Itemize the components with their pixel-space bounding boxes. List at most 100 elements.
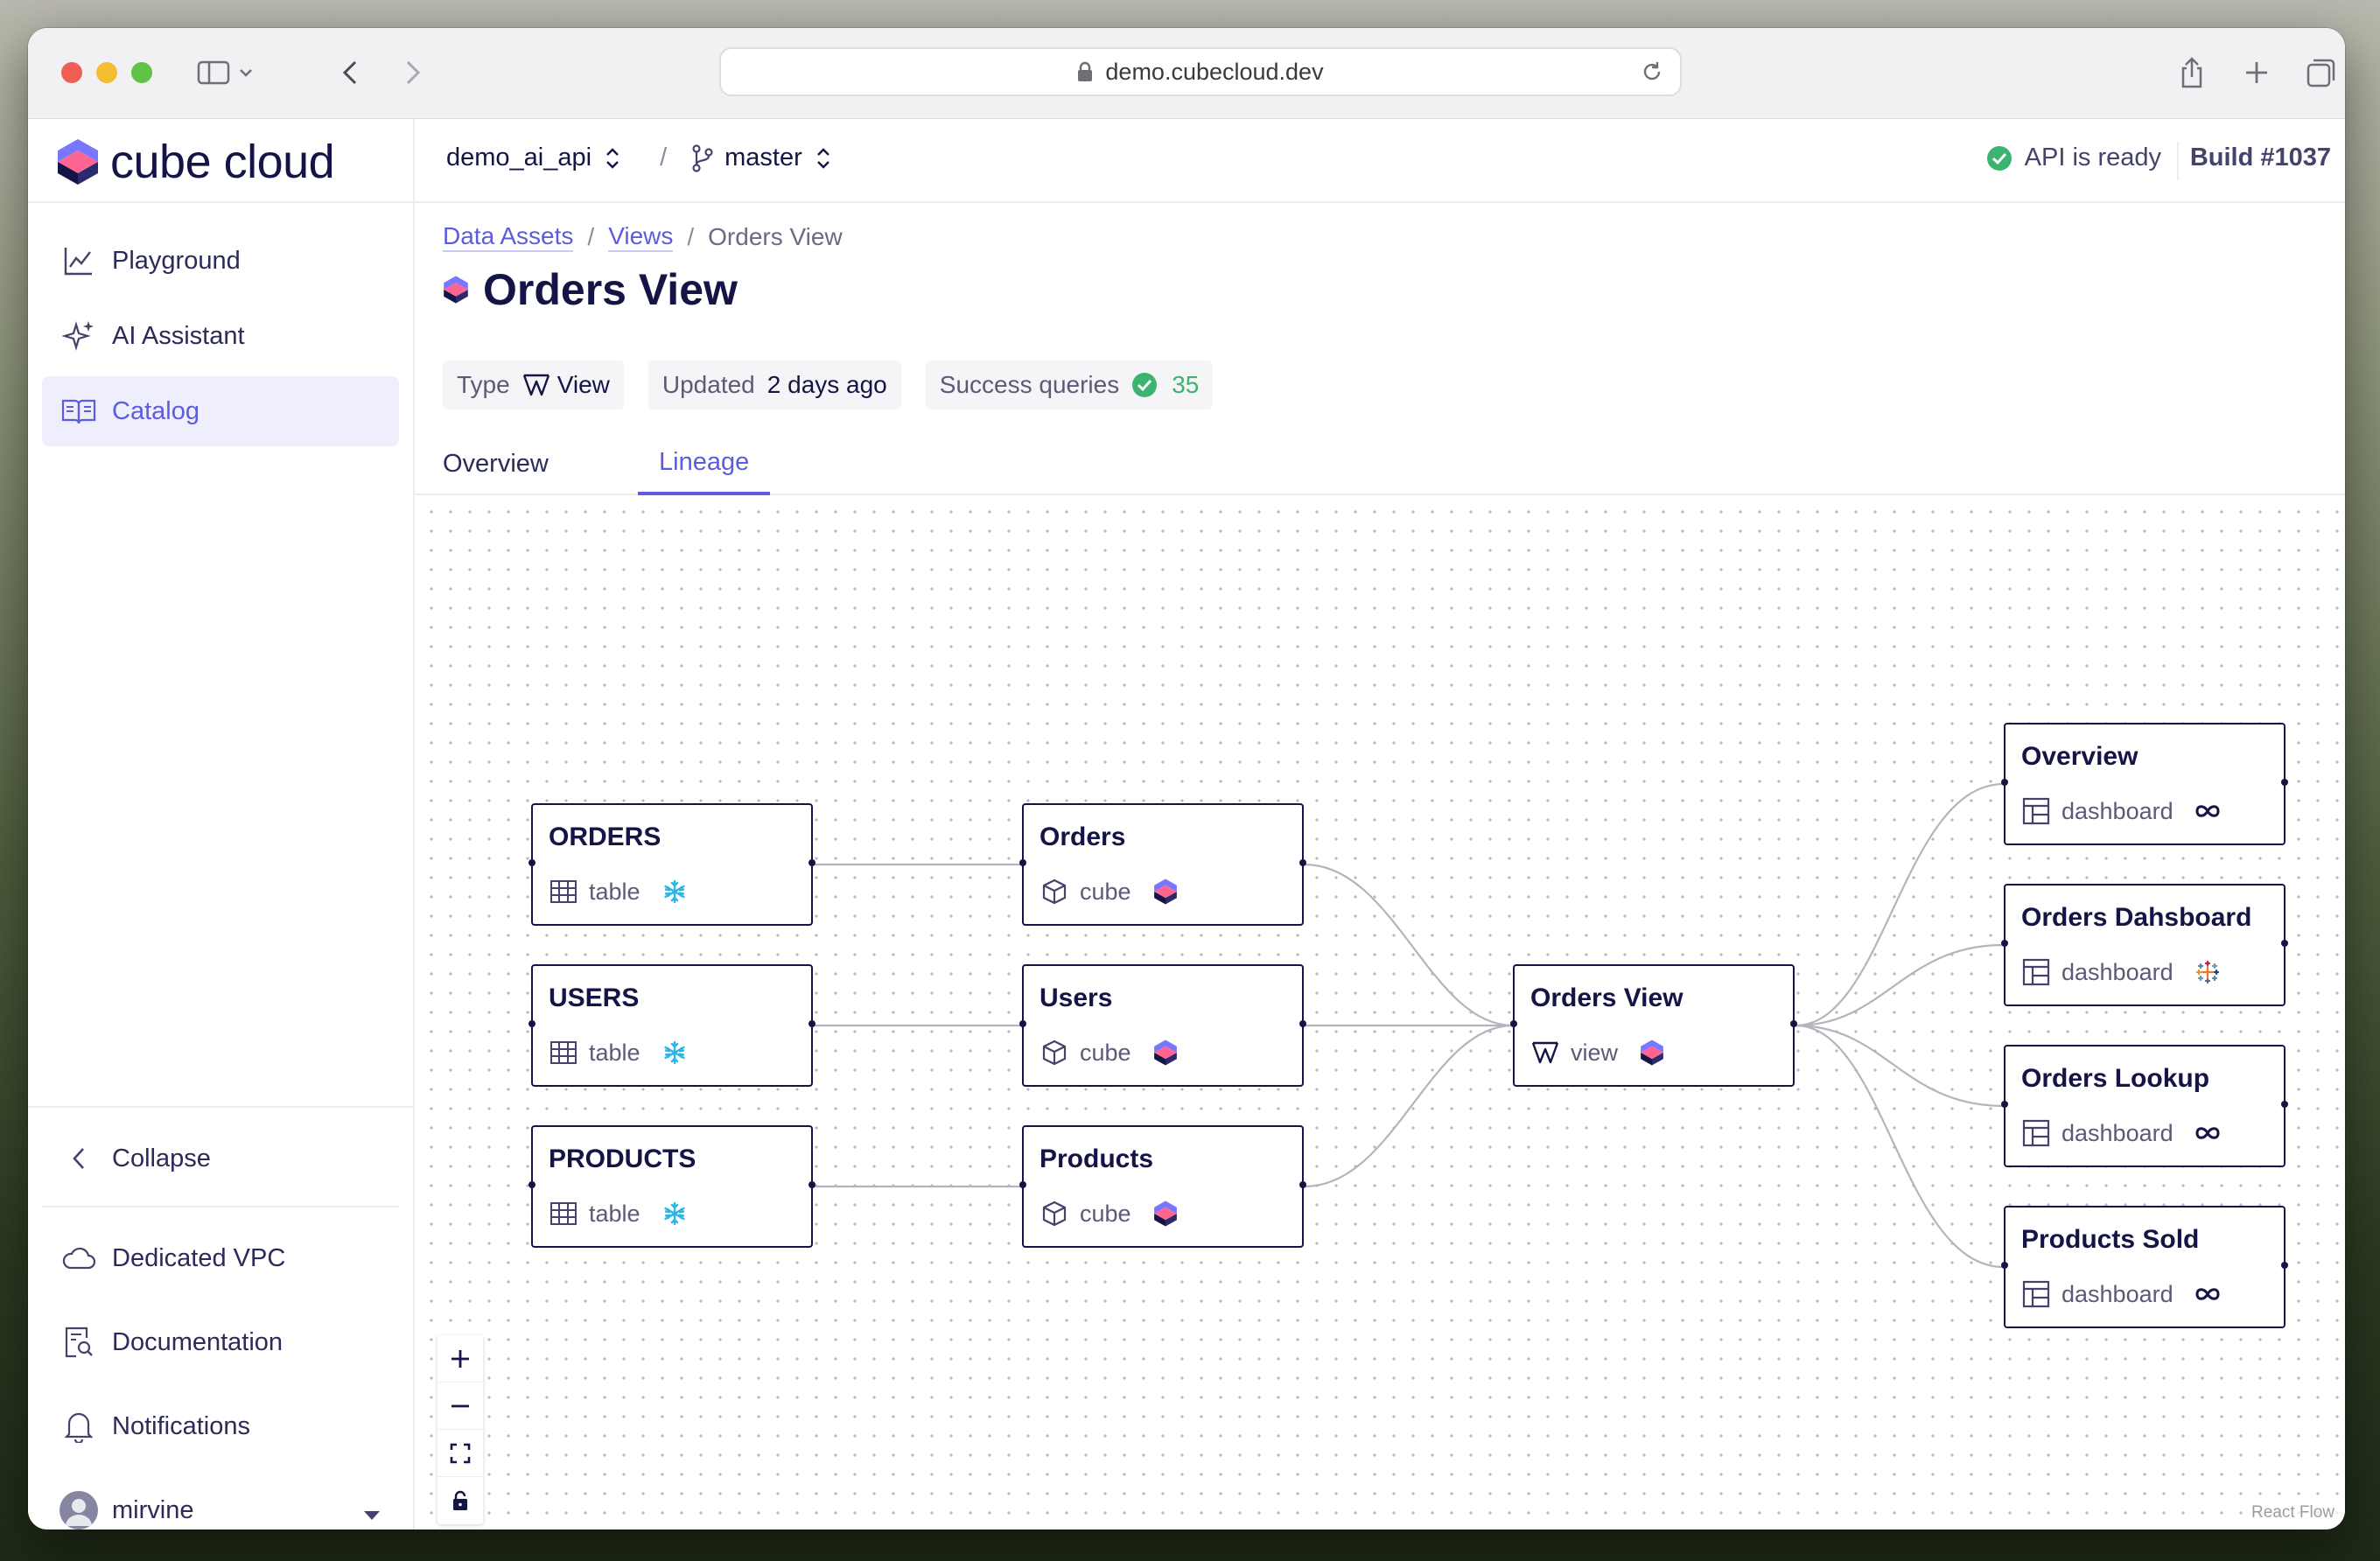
lineage-node-overview-dashboard[interactable]: Overview dashboard: [2001, 723, 2288, 845]
forward-button[interactable]: [390, 51, 434, 94]
node-handle[interactable]: [528, 1181, 536, 1188]
sidebar-item-label: Documentation: [112, 1327, 284, 1356]
sidebar-item-dedicated-vpc[interactable]: Dedicated VPC: [42, 1223, 399, 1293]
cube-cloud-logo[interactable]: cube cloud: [56, 135, 335, 189]
lineage-node-products-sold-dashboard[interactable]: Products Sold dashboard: [2001, 1206, 2288, 1328]
url-text: demo.cubecloud.dev: [1105, 58, 1324, 85]
back-button[interactable]: [329, 51, 373, 94]
react-flow-attribution[interactable]: React Flow: [2245, 1502, 2340, 1524]
collapse-label: Collapse: [112, 1144, 211, 1172]
node-handle[interactable]: [1790, 1020, 1797, 1027]
lock-interaction-button[interactable]: [438, 1477, 483, 1524]
type-label: Type: [457, 371, 510, 398]
chevron-left-icon: [342, 60, 357, 85]
minus-icon: [452, 1404, 469, 1407]
node-name: Orders View: [1530, 984, 1684, 1012]
node-handle[interactable]: [2001, 940, 2008, 947]
node-handle[interactable]: [2281, 779, 2288, 786]
branch-select[interactable]: master: [724, 144, 802, 172]
node-handle[interactable]: [2001, 779, 2008, 786]
node-kind: cube: [1080, 878, 1131, 905]
chevron-updown-icon[interactable]: [604, 146, 621, 171]
node-handle[interactable]: [1299, 1181, 1306, 1188]
minimize-window-button[interactable]: [96, 62, 117, 83]
reload-icon[interactable]: [1640, 60, 1664, 90]
zoom-out-button[interactable]: [438, 1382, 483, 1430]
node-handle[interactable]: [1510, 1020, 1517, 1027]
node-handle[interactable]: [808, 859, 816, 866]
dashboard-icon: [2021, 796, 2051, 826]
node-handle[interactable]: [2281, 1262, 2288, 1269]
node-handle[interactable]: [2001, 1262, 2008, 1269]
sidebar-toggle-button[interactable]: [194, 51, 261, 94]
node-kind: cube: [1080, 1200, 1131, 1227]
sparkles-icon: [60, 317, 98, 355]
sidebar-divider: [42, 1206, 399, 1208]
flow-controls: [438, 1335, 483, 1524]
maximize-window-button[interactable]: [131, 62, 152, 83]
tab-lineage[interactable]: Lineage: [638, 432, 771, 495]
cube-logo-icon: [1151, 1199, 1180, 1228]
lineage-node-products-table[interactable]: PRODUCTS table: [528, 1125, 816, 1248]
node-kind: table: [589, 1039, 640, 1066]
sidebar-item-playground[interactable]: Playground: [42, 226, 399, 296]
node-handle[interactable]: [2281, 1101, 2288, 1108]
node-handle[interactable]: [528, 859, 536, 866]
success-count: 35: [1172, 371, 1200, 398]
collapse-button[interactable]: Collapse: [42, 1124, 399, 1194]
node-handle[interactable]: [528, 1020, 536, 1027]
deployment-select[interactable]: demo_ai_api: [446, 144, 592, 172]
lineage-canvas[interactable]: ORDERS table USERS table: [415, 495, 2345, 1530]
sidebar-item-ai-assistant[interactable]: AI Assistant: [42, 301, 399, 371]
node-handle[interactable]: [2281, 940, 2288, 947]
zoom-in-button[interactable]: [438, 1335, 483, 1382]
node-handle[interactable]: [1019, 1181, 1026, 1188]
sidebar-item-documentation[interactable]: Documentation: [42, 1307, 399, 1377]
header-divider: [413, 119, 415, 203]
node-handle[interactable]: [2001, 1101, 2008, 1108]
lineage-node-orders-view[interactable]: Orders View view: [1510, 964, 1797, 1087]
lineage-node-users-cube[interactable]: Users cube: [1019, 964, 1306, 1087]
node-handle[interactable]: [1299, 1020, 1306, 1027]
page-title: Orders View: [443, 264, 738, 315]
updated-chip: Updated 2 days ago: [648, 360, 901, 410]
user-menu[interactable]: mirvine: [42, 1475, 399, 1530]
breadcrumb-views[interactable]: Views: [608, 222, 674, 252]
new-tab-button[interactable]: [2235, 51, 2278, 94]
sidebar-item-label: Catalog: [112, 396, 200, 425]
caret-down-icon[interactable]: [362, 1500, 382, 1529]
edge-products-cube-to-view: [1304, 1024, 1514, 1188]
table-icon: [549, 1038, 578, 1068]
lineage-node-orders-table[interactable]: ORDERS table: [528, 803, 816, 926]
app-header: cube cloud demo_ai_api / master API is r…: [28, 119, 2345, 203]
node-name: Products: [1040, 1144, 1154, 1173]
cube-logo-icon: [1151, 877, 1180, 906]
chevron-left-icon: [60, 1139, 98, 1178]
node-meta: cube: [1040, 1038, 1180, 1068]
sidebar-item-notifications[interactable]: Notifications: [42, 1391, 399, 1461]
lineage-node-products-cube[interactable]: Products cube: [1019, 1125, 1306, 1248]
breadcrumb-separator: /: [687, 223, 695, 250]
lineage-node-orders-cube[interactable]: Orders cube: [1019, 803, 1306, 926]
address-bar[interactable]: demo.cubecloud.dev: [719, 47, 1682, 96]
node-handle[interactable]: [1019, 1020, 1026, 1027]
build-number[interactable]: Build #1037: [2189, 144, 2331, 172]
lineage-node-orders-dashboard[interactable]: Orders Dahsboard dashboard: [2001, 884, 2288, 1006]
main-content: Data Assets / Views / Orders View Orders…: [415, 203, 2345, 1530]
chevron-updown-icon[interactable]: [815, 146, 832, 171]
sidebar-item-catalog[interactable]: Catalog: [42, 376, 399, 446]
node-handle[interactable]: [808, 1020, 816, 1027]
breadcrumb-data-assets[interactable]: Data Assets: [443, 222, 574, 252]
tab-overview[interactable]: Overview: [443, 449, 549, 478]
lineage-node-users-table[interactable]: USERS table: [528, 964, 816, 1087]
tab-overview-button[interactable]: [2301, 51, 2342, 94]
node-handle[interactable]: [1019, 859, 1026, 866]
node-meta: dashboard: [2021, 1118, 2222, 1148]
node-handle[interactable]: [1299, 859, 1306, 866]
node-handle[interactable]: [808, 1181, 816, 1188]
share-button[interactable]: [2170, 51, 2214, 94]
lineage-node-orders-lookup-dashboard[interactable]: Orders Lookup dashboard: [2001, 1045, 2288, 1167]
fit-view-button[interactable]: [438, 1430, 483, 1477]
close-window-button[interactable]: [61, 62, 82, 83]
user-name: mirvine: [112, 1495, 194, 1524]
